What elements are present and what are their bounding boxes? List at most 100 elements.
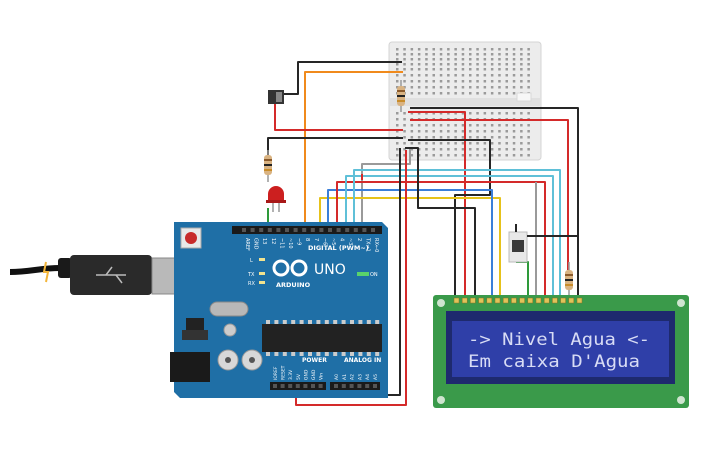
breadboard-hole <box>476 142 479 145</box>
breadboard-hole <box>461 74 465 77</box>
breadboard-hole <box>403 148 406 151</box>
wire-red-d5 <box>336 181 546 298</box>
reset-button[interactable] <box>180 227 202 249</box>
breadboard-hole <box>476 86 479 89</box>
chip-pin <box>358 352 363 356</box>
breadboard-hole <box>476 63 479 66</box>
breadboard-hole <box>425 92 428 95</box>
breadboard-hole <box>417 154 421 157</box>
breadboard-hole <box>439 58 443 61</box>
breadboard-hole <box>439 92 443 95</box>
breadboard-hole <box>396 58 399 61</box>
breadboard-hole <box>469 92 472 95</box>
breadboard-hole <box>476 136 479 139</box>
breadboard-hole <box>461 92 465 95</box>
breadboard-hole <box>439 142 443 145</box>
digital-pin-hole <box>302 228 307 232</box>
pushbutton[interactable] <box>508 224 578 263</box>
breadboard-hole <box>403 68 406 71</box>
breadboard-hole <box>469 136 472 139</box>
chip-pin <box>366 352 371 356</box>
breadboard-hole <box>512 130 516 133</box>
wire-orange <box>304 71 403 228</box>
breadboard-hole <box>432 48 435 51</box>
digital-pin-label: 12 <box>270 238 276 244</box>
digital-pin-hole <box>371 228 375 232</box>
breadboard-hole <box>527 48 530 51</box>
wire-rail-red <box>410 119 569 270</box>
breadboard-hole <box>520 148 523 151</box>
breadboard-hole <box>417 74 421 77</box>
digital-pin-label: ~11 <box>278 238 284 249</box>
breadboard-hole <box>417 130 421 133</box>
breadboard-hole <box>512 142 516 145</box>
wire-lcd-red-1 <box>408 111 466 298</box>
breadboard-hole <box>512 74 516 77</box>
breadboard-hole <box>410 86 414 89</box>
breadboard-hole <box>461 130 465 133</box>
breadboard-hole <box>410 80 414 83</box>
breadboard-hole <box>469 53 472 56</box>
breadboard-hole <box>425 48 428 51</box>
breadboard-hole <box>469 48 472 51</box>
breadboard-hole <box>417 80 421 83</box>
wire-switch-red <box>274 104 403 131</box>
breadboard-hole <box>403 86 406 89</box>
breadboard-hole <box>425 68 428 71</box>
digital-pin-hole <box>293 228 298 232</box>
lcd-module: -> Nivel Agua <- Em caixa D'Agua <box>433 295 689 408</box>
breadboard-hole <box>461 58 465 61</box>
breadboard-hole <box>432 92 435 95</box>
chip-pin <box>341 320 346 324</box>
breadboard-hole <box>447 68 450 71</box>
breadboard-hole <box>454 112 457 115</box>
breadboard-hole <box>461 136 465 139</box>
breadboard-hole <box>432 142 435 145</box>
lcd-line-1: -> Nivel Agua <- <box>468 330 650 350</box>
power-pin-label: Vin <box>319 373 325 380</box>
chip-pin <box>291 320 296 324</box>
breadboard-hole <box>410 92 414 95</box>
board-model: UNO <box>314 262 346 278</box>
breadboard-hole <box>520 53 523 56</box>
breadboard-hole <box>483 48 487 51</box>
resistor-switch <box>397 80 405 112</box>
breadboard-hole <box>490 68 494 71</box>
power-pin-hole <box>311 384 315 388</box>
breadboard-hole <box>425 130 428 133</box>
chip-pin <box>308 352 312 356</box>
breadboard-hole <box>512 148 516 151</box>
lcd-pin-header <box>453 297 583 304</box>
lcd-pin <box>519 297 525 304</box>
breadboard-hole <box>476 148 479 151</box>
breadboard-hole <box>520 63 523 66</box>
breadboard-hole <box>469 74 472 77</box>
breadboard-hole <box>527 148 530 151</box>
breadboard-hole <box>461 63 465 66</box>
breadboard-hole <box>417 124 421 127</box>
breadboard-hole <box>417 53 421 56</box>
power-pin-label: RESET <box>281 365 287 380</box>
breadboard-hole <box>425 112 428 115</box>
breadboard-hole <box>439 53 443 56</box>
slide-switch[interactable] <box>268 90 284 104</box>
chip-pin <box>375 320 380 324</box>
analog-pin-label: A4 <box>365 374 371 380</box>
wire-cyan-2 <box>353 169 561 298</box>
breadboard-hole <box>432 68 435 71</box>
breadboard-hole <box>454 80 457 83</box>
breadboard-hole <box>490 58 494 61</box>
analog-pin-hole <box>349 384 354 388</box>
tx-led-label: TX <box>247 272 255 278</box>
breadboard-hole <box>490 53 494 56</box>
digital-pin-label: 4 <box>339 238 345 241</box>
breadboard-hole <box>417 63 421 66</box>
breadboard-hole <box>403 154 406 157</box>
chip-pin <box>274 320 279 324</box>
analog-pin-hole <box>341 384 346 388</box>
breadboard-hole <box>527 142 530 145</box>
breadboard-hole <box>403 58 406 61</box>
breadboard-hole <box>439 68 443 71</box>
breadboard-hole <box>520 112 523 115</box>
